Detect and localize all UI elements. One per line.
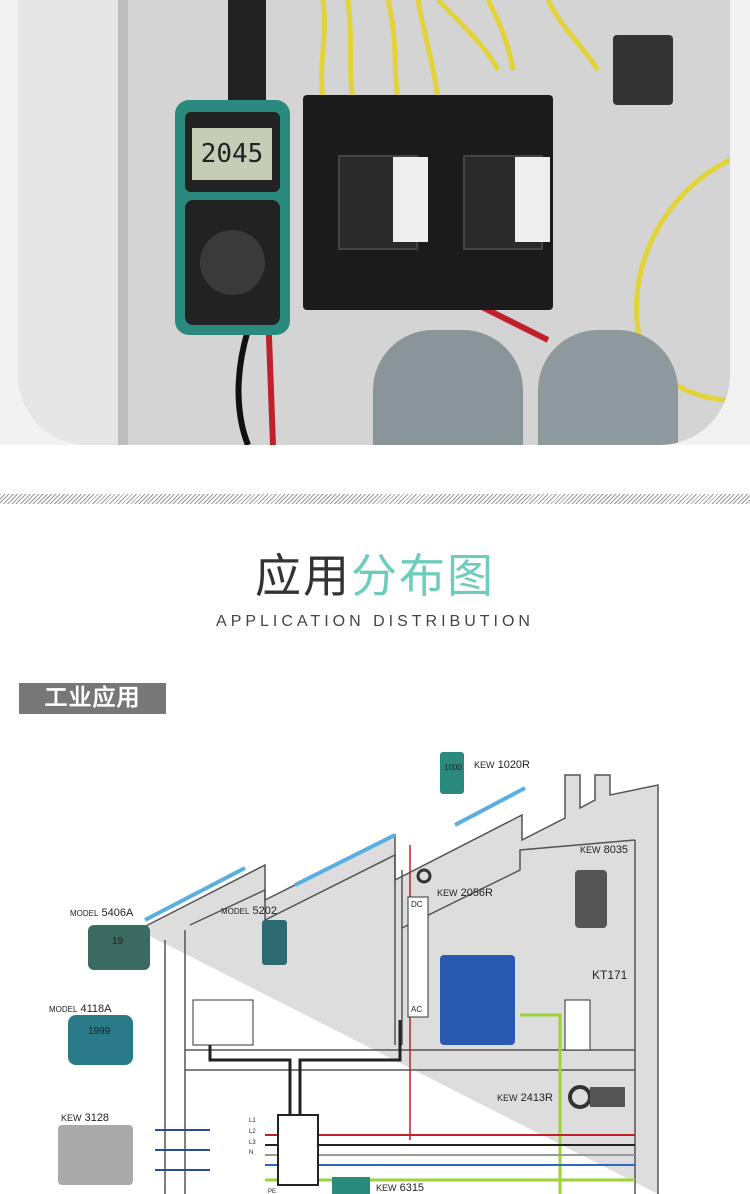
ac-label: AC	[411, 1005, 422, 1014]
label-model-5202: 5202	[253, 905, 277, 917]
label-kew-3128: 3128	[85, 1112, 109, 1124]
label-prefix: KEW	[474, 760, 495, 770]
svg-text:KEW 2413R: KEW 2413R	[497, 1092, 553, 1104]
label-kew-1020r: 1020R	[498, 759, 530, 771]
label-kt171: KT171	[592, 968, 628, 982]
label-model-5406a: 5406A	[102, 907, 134, 919]
svg-text:KEW 8035: KEW 8035	[580, 844, 628, 856]
meter-display: 2045	[192, 128, 272, 180]
meter-4118a-icon	[68, 1015, 133, 1065]
svg-text:MODEL 4118A: MODEL 4118A	[49, 1003, 112, 1015]
building-outline	[137, 774, 659, 1194]
clamp-2056r-icon	[416, 868, 432, 884]
meter-3128-icon	[58, 1125, 133, 1185]
svg-text:L1: L1	[249, 1118, 256, 1124]
line-labels: L1 L2 L3 N PE	[249, 1118, 276, 1194]
svg-text:L2: L2	[249, 1129, 256, 1135]
wiring	[155, 1013, 635, 1194]
meter-8035-icon	[575, 870, 607, 928]
title-accent: 分布图	[351, 549, 495, 603]
meter-strap	[228, 0, 266, 110]
meter-5406a-icon	[88, 925, 150, 970]
inverter	[407, 896, 429, 1018]
distribution-box	[277, 1114, 319, 1186]
label-kew-2413r: 2413R	[521, 1092, 553, 1104]
solar-panels	[144, 786, 526, 922]
label-model-4118a: 4118A	[81, 1003, 113, 1015]
label-kew-8035: 8035	[604, 844, 628, 856]
svg-text:1999: 1999	[88, 1026, 111, 1037]
meter-6315-icon	[332, 1177, 370, 1194]
breaker-panel	[192, 999, 254, 1046]
terminal-block	[613, 35, 673, 105]
glove-left	[373, 330, 523, 445]
dc-label: DC	[411, 900, 423, 909]
product-photo: 2045	[0, 0, 750, 445]
application-diagram: DC AC 1000 19 1999 KEW 1020R KEW 2056R K…	[49, 752, 659, 1194]
clamp-2413r-body	[590, 1087, 625, 1107]
svg-text:1000: 1000	[444, 763, 462, 772]
label-kew-2056r: 2056R	[461, 887, 493, 899]
breaker-small	[564, 999, 591, 1051]
svg-text:MODEL 5406A: MODEL 5406A	[70, 907, 134, 919]
svg-text:L3: L3	[249, 1140, 256, 1146]
label-kew-6315: 6315	[400, 1182, 424, 1194]
section-subtitle: APPLICATION DISTRIBUTION	[216, 613, 534, 630]
panel-edge	[118, 0, 128, 445]
svg-text:KEW 1020R: KEW 1020R	[474, 759, 530, 771]
panel-door	[18, 0, 118, 445]
section-title: 应用分布图	[0, 540, 750, 606]
multimeter: 2045	[175, 100, 290, 335]
meter-5202-icon	[262, 920, 287, 965]
svg-text:MODEL 5202: MODEL 5202	[221, 905, 277, 917]
instrument-labels: KEW 1020R KEW 2056R KEW 8035 MODEL 5202 …	[49, 759, 628, 1194]
svg-text:KEW 2056R: KEW 2056R	[437, 887, 493, 899]
category-badge: 工业应用	[19, 683, 166, 714]
svg-text:N: N	[249, 1150, 253, 1156]
svg-text:KEW 3128: KEW 3128	[61, 1112, 109, 1124]
svg-text:KEW 6315: KEW 6315	[376, 1182, 424, 1194]
divider	[0, 494, 750, 504]
glove-right	[538, 330, 678, 445]
instrument-icons: 1000 19 1999	[58, 752, 625, 1194]
electrical-panel: 2045	[18, 0, 730, 445]
circuit-breaker	[303, 95, 553, 310]
meter-1020r-icon	[440, 752, 464, 794]
svg-text:19: 19	[112, 936, 124, 947]
motor-machine	[440, 955, 515, 1045]
svg-text:PE: PE	[268, 1189, 276, 1194]
title-dark: 应用	[255, 549, 351, 603]
